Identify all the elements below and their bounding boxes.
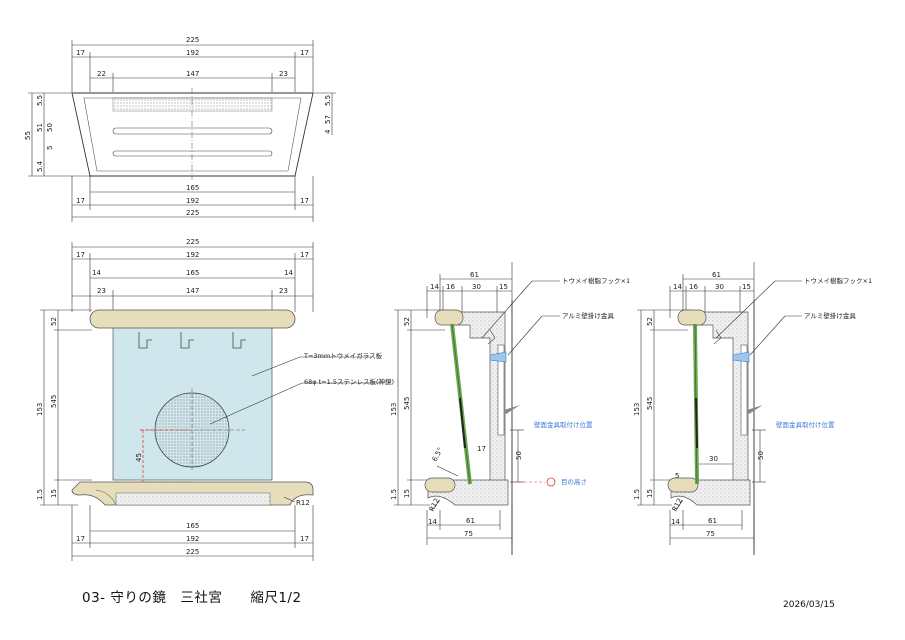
note-wall-position: 壁面金具取付け位置 [776, 420, 835, 429]
dim-label: 61 [712, 271, 721, 279]
drawing-title: 03- 守りの鏡 三社宮 縮尺1/2 [82, 590, 302, 606]
dim-label: 52 [646, 317, 654, 326]
dim-label: 147 [186, 287, 199, 295]
dim-label: 15 [403, 489, 411, 498]
dim-label: 192 [186, 197, 199, 205]
dim-label: 15 [499, 283, 508, 291]
dim-label: 50 [515, 451, 523, 460]
dim-label: 50 [46, 123, 54, 132]
dim-label: 17 [477, 445, 486, 453]
dim-label: 15 [742, 283, 751, 291]
radius-label: R12 [671, 497, 685, 513]
dim-label: 192 [186, 251, 199, 259]
section-view-a [394, 262, 560, 555]
note-hook: トウメイ樹脂フック×1 [804, 276, 872, 285]
callout-disc: 68φ t=1.5ステンレス板(神鏡) [304, 377, 394, 386]
dim-label: 17 [76, 197, 85, 205]
dim-label: 16 [446, 283, 455, 291]
dim-label: 23 [279, 70, 288, 78]
dim-label: 14 [430, 283, 439, 291]
dim-label: 50 [757, 451, 765, 460]
dim-label: 22 [97, 70, 106, 78]
dim-label: 17 [300, 535, 309, 543]
dim-label: 5.5 [36, 95, 44, 106]
dim-label: 30 [709, 455, 718, 463]
dim-label: 55 [24, 131, 32, 140]
note-hook: トウメイ樹脂フック×1 [562, 276, 630, 285]
dim-label: 153 [633, 403, 641, 416]
dim-label: 192 [186, 535, 199, 543]
note-bracket: アルミ壁掛け金具 [562, 311, 614, 320]
top-view [28, 40, 336, 222]
top-view-dimension-labels: 225 192 17 17 147 22 23 165 192 17 17 22… [24, 36, 332, 217]
dim-label: 5 [675, 472, 679, 480]
dim-label: 14 [671, 518, 680, 526]
dim-label: 225 [186, 36, 199, 44]
note-bracket: アルミ壁掛け金具 [804, 311, 856, 320]
dim-label: 545 [646, 397, 654, 410]
dim-label: 165 [186, 269, 199, 277]
front-view [40, 242, 384, 561]
dim-label: 52 [403, 317, 411, 326]
radius-label: R12 [428, 497, 442, 513]
dim-label: 545 [50, 395, 58, 408]
note-wall-position: 壁面金具取付け位置 [534, 420, 593, 429]
dim-label: 165 [186, 184, 199, 192]
dim-label: 192 [186, 49, 199, 57]
dim-label: 14 [428, 518, 437, 526]
dim-label: 147 [186, 70, 199, 78]
dim-label: 17 [76, 251, 85, 259]
radius-label: R12 [296, 499, 310, 507]
dim-label: 75 [706, 530, 715, 538]
dim-label: 61 [466, 517, 475, 525]
dim-label: 52 [50, 317, 58, 326]
dim-label: 1.5 [633, 489, 641, 500]
front-view-labels: 225 192 17 17 165 14 14 147 23 23 165 19… [36, 238, 394, 556]
dim-label: 5.5 [324, 95, 332, 106]
dim-label: 225 [186, 209, 199, 217]
dim-label: 1.5 [36, 489, 44, 500]
note-eye-height: 目の高さ [561, 477, 587, 486]
dim-label: 14 [92, 269, 101, 277]
dim-label: 165 [186, 522, 199, 530]
dim-label: 4 [324, 129, 332, 134]
drawing-date: 2026/03/15 [783, 600, 835, 610]
callout-glass: T=3mmトウメイガラス板 [303, 351, 383, 360]
dim-label: 1.5 [390, 489, 398, 500]
dim-label: 17 [300, 251, 309, 259]
dim-label: 75 [464, 530, 473, 538]
dim-label: 16 [689, 283, 698, 291]
dim-label: 225 [186, 548, 199, 556]
dim-label: 51 [36, 123, 44, 132]
dim-label: 30 [472, 283, 481, 291]
dim-label: 23 [97, 287, 106, 295]
section-view-b [637, 262, 802, 555]
dim-label: 17 [300, 197, 309, 205]
dim-label: 15 [646, 489, 654, 498]
dim-label: 17 [76, 535, 85, 543]
dim-label: 57 [324, 115, 332, 124]
dim-label: 5 [46, 146, 54, 150]
dim-label: 14 [673, 283, 682, 291]
dim-label: 17 [76, 49, 85, 57]
dim-label: 61 [470, 271, 479, 279]
dim-label: 153 [390, 403, 398, 416]
dim-label: 23 [279, 287, 288, 295]
dim-label: 153 [36, 403, 44, 416]
dim-label: 5.4 [36, 160, 44, 172]
dim-label: 30 [715, 283, 724, 291]
dim-label: 14 [284, 269, 293, 277]
dim-label: 225 [186, 238, 199, 246]
dim-label: 17 [300, 49, 309, 57]
dim-label: 61 [708, 517, 717, 525]
dim-label: 15 [50, 489, 58, 498]
dim-label: 545 [403, 397, 411, 410]
dim-label-45: 45 [135, 453, 143, 462]
section-a-labels: 61 14 16 30 15 153 52 545 15 1.5 14 61 7… [390, 271, 630, 538]
section-b-labels: 61 14 16 30 15 153 52 545 15 1.5 14 61 7… [633, 271, 872, 538]
angle-label: 6.5° [431, 446, 445, 463]
